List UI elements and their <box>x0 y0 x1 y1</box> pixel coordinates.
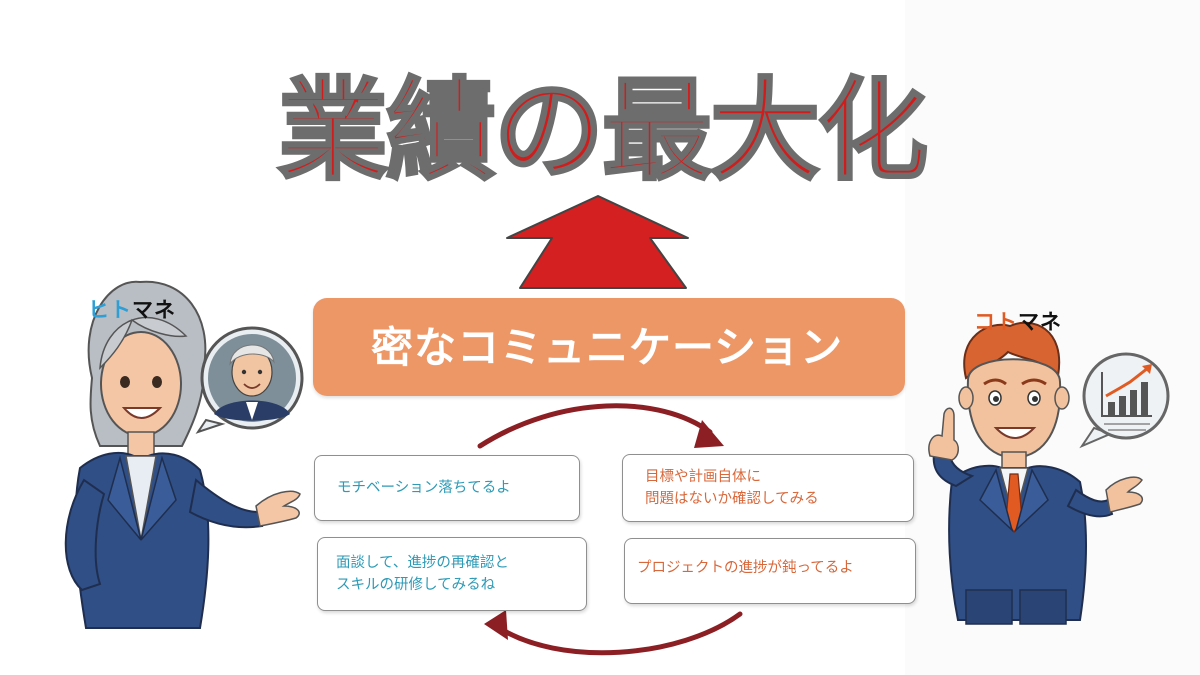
kotomane-label-highlight: コト <box>974 310 1018 334</box>
hitomane-label: ヒトマネ <box>88 294 176 324</box>
businesswoman-illustration <box>64 280 301 629</box>
bubble-project-slow-text: プロジェクトの進捗が鈍ってるよ <box>637 560 854 576</box>
bubble-check-goals-text: 目標や計画自体に 問題はないか確認してみる <box>645 469 819 507</box>
bar-chart-growth-icon <box>1079 352 1170 449</box>
communication-banner: 密なコミュニケーション <box>313 298 905 396</box>
bubble-interview-training: 面談して、進捗の再確認と スキルの研修してみるね <box>317 537 587 611</box>
banner-text: 密なコミュニケーション <box>371 323 844 372</box>
elderly-man-avatar-icon <box>195 326 304 434</box>
bubble-check-goals: 目標や計画自体に 問題はないか確認してみる <box>622 454 914 522</box>
bubble-motivation-down: モチベーション落ちてるよ <box>314 455 580 521</box>
cycle-arrow-top <box>477 403 724 449</box>
kotomane-label: コトマネ <box>974 306 1062 336</box>
kotomane-label-rest: マネ <box>1018 310 1062 334</box>
bubble-motivation-down-text: モチベーション落ちてるよ <box>337 480 511 496</box>
page-title: 業績の最大化 <box>277 66 930 197</box>
hitomane-label-rest: マネ <box>132 298 176 322</box>
hitomane-label-highlight: ヒト <box>88 298 132 322</box>
up-arrow-icon <box>506 195 689 289</box>
bubble-interview-training-text: 面談して、進捗の再確認と スキルの研修してみるね <box>336 555 509 593</box>
cycle-arrow-bottom <box>484 610 743 656</box>
businessman-illustration <box>928 321 1144 625</box>
bubble-project-slow: プロジェクトの進捗が鈍ってるよ <box>624 538 916 604</box>
